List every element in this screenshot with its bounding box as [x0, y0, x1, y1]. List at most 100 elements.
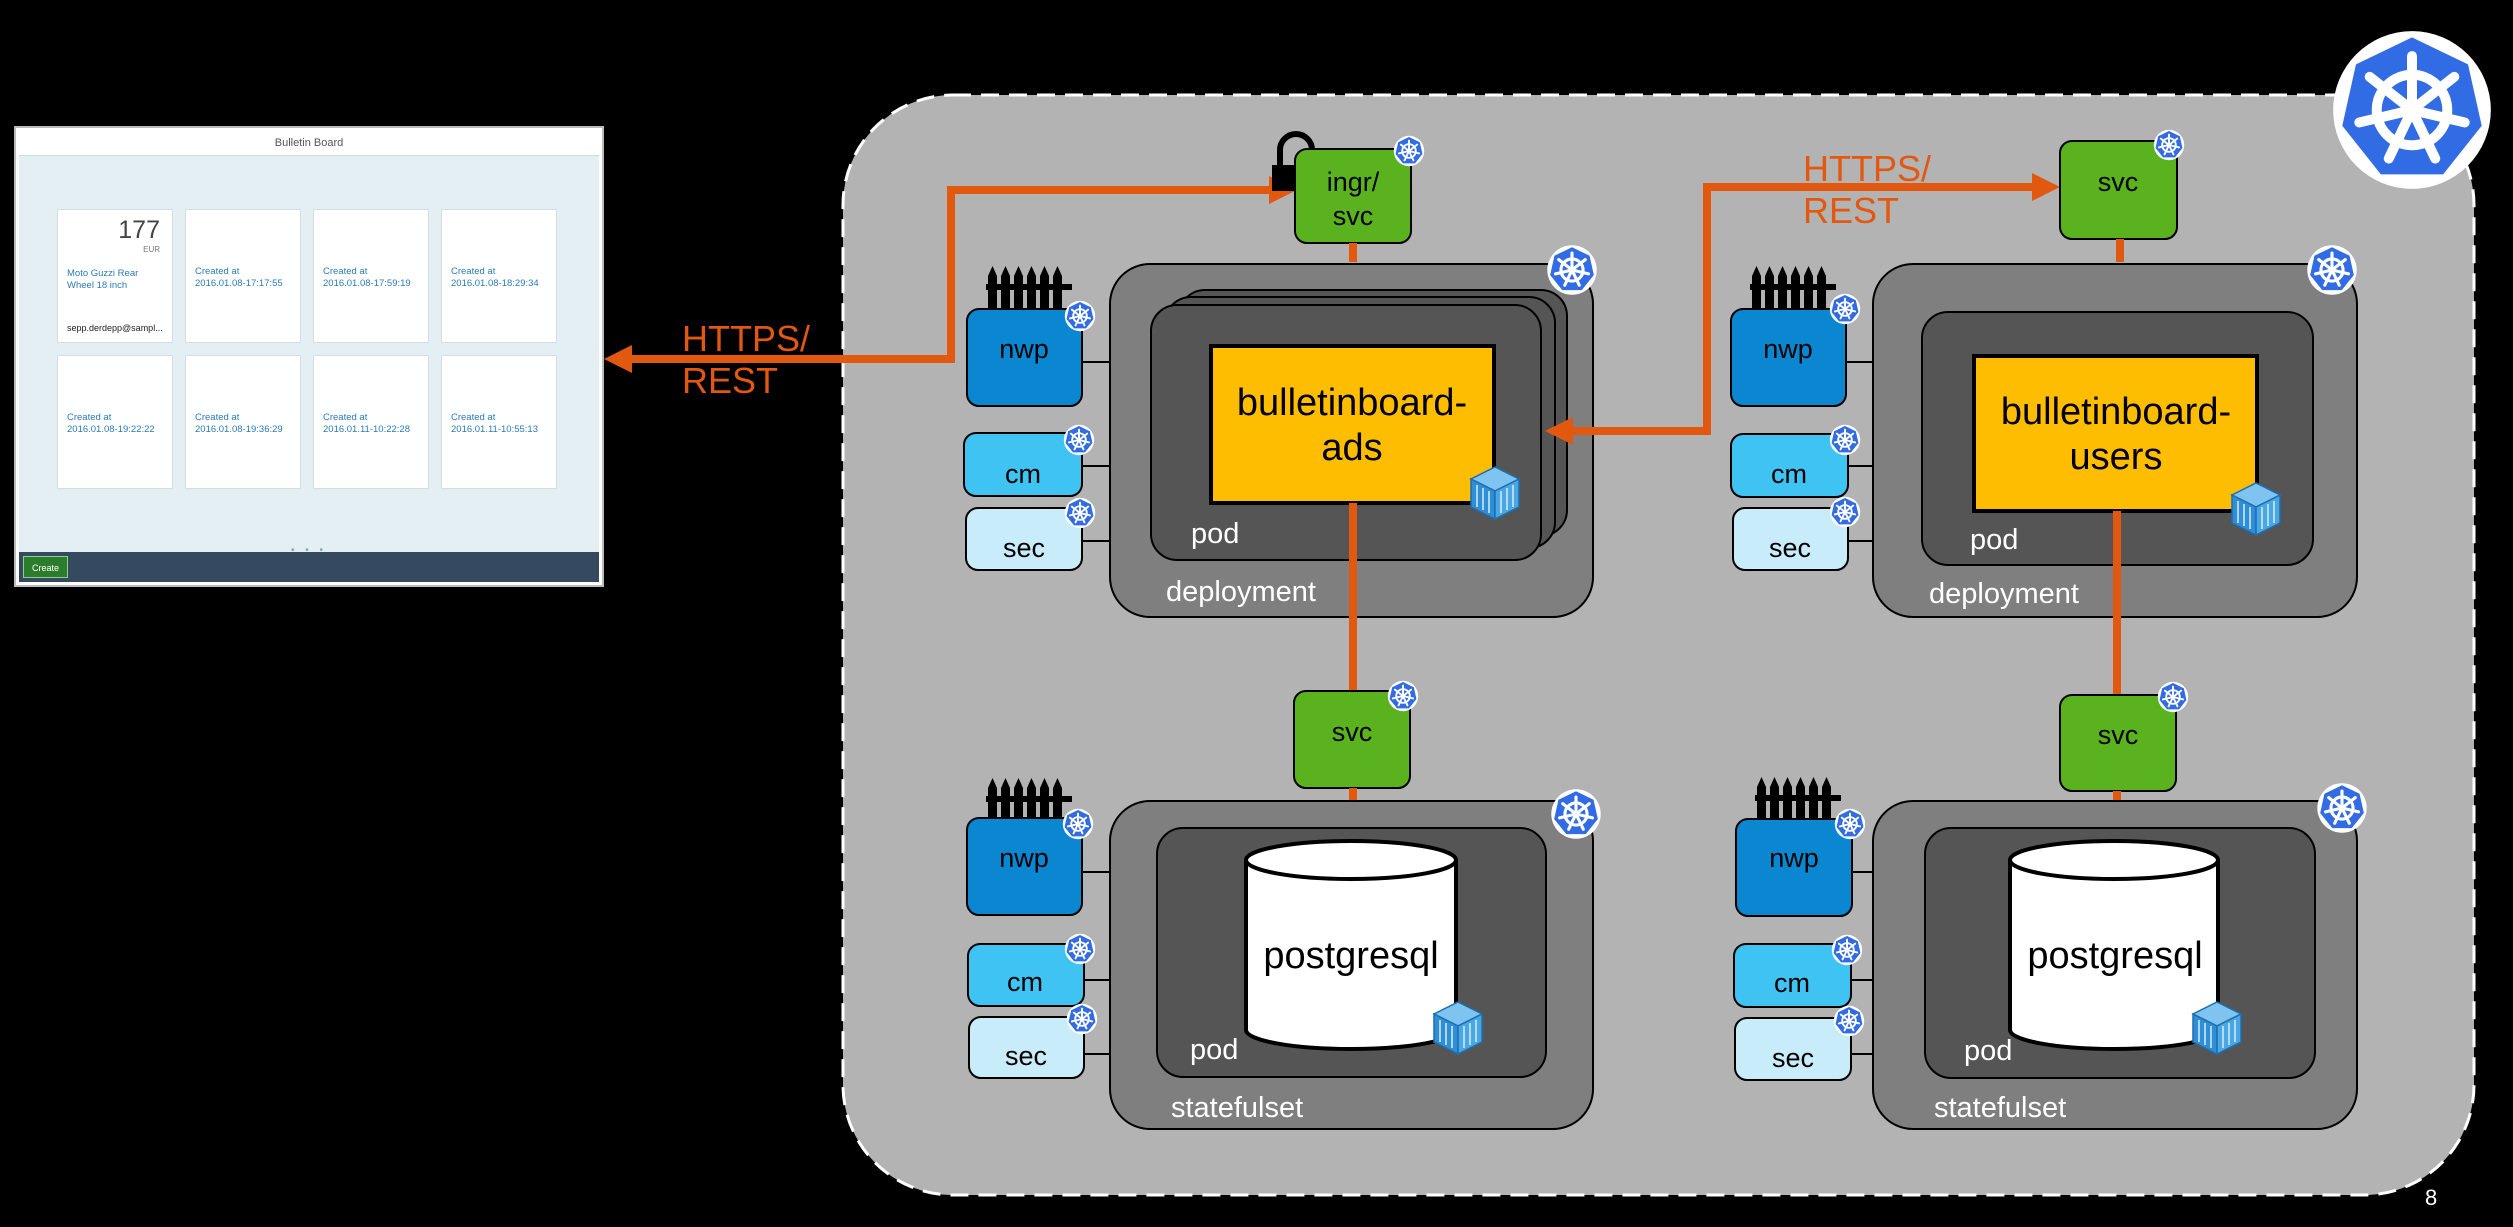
pod-label: pod [1970, 524, 2018, 556]
k8s-icon [1064, 933, 1096, 965]
kubernetes-logo-icon [2333, 31, 2491, 189]
secret-box[interactable] [1734, 1017, 1852, 1081]
svc-label: svc [2098, 720, 2139, 750]
pod-label: pod [1190, 1034, 1238, 1066]
secret-box[interactable] [965, 507, 1083, 571]
k8s-icon [1062, 808, 1094, 840]
pager-dots[interactable]: • • • [290, 545, 328, 556]
app-container[interactable] [1209, 344, 1496, 505]
bulletin-board-app: Bulletin Board 177 EUR Moto Guzzi Rear W… [19, 131, 599, 582]
tile-label: Created at [195, 412, 240, 423]
k8s-icon [1829, 496, 1861, 528]
configmap-box[interactable] [967, 943, 1085, 1007]
protocol-label: HTTPS/ [1803, 148, 1931, 189]
network-policy-box[interactable] [1730, 308, 1847, 407]
k8s-icon [1064, 300, 1096, 332]
database-top [1244, 839, 1458, 881]
k8s-icon [2153, 129, 2185, 161]
ad-tile[interactable]: 177 EUR Moto Guzzi Rear Wheel 18 inch se… [57, 209, 173, 343]
k8s-icon [2316, 782, 2368, 834]
container-icon [1470, 466, 1520, 520]
cm-label: cm [1005, 459, 1041, 489]
container-icon [1433, 1001, 1483, 1055]
tile-owner: sepp.derdepp@sampl... [67, 323, 163, 333]
network-policy-box[interactable] [966, 817, 1083, 916]
pod-label: pod [1964, 1035, 2012, 1067]
page-number: 8 [2425, 1185, 2438, 1210]
app-label: ads [1321, 427, 1382, 469]
protocol-label: REST [682, 360, 778, 401]
ad-tile[interactable]: Created at 2016.01.08-18:29:34 [441, 209, 557, 343]
database-label: postgresql [2027, 935, 2202, 977]
database-label: postgresql [1263, 935, 1438, 977]
tile-label: Created at [451, 412, 496, 423]
svc-label: svc [1332, 717, 1373, 747]
k8s-icon [1546, 244, 1598, 296]
protocol-label: REST [1803, 190, 1899, 231]
cm-label: cm [1007, 967, 1043, 997]
pod-label: pod [1191, 518, 1239, 550]
statefulset-label: statefulset [1934, 1092, 2066, 1124]
network-policy-box[interactable] [1735, 818, 1853, 917]
tile-label: Created at [323, 266, 368, 277]
secret-box[interactable] [968, 1016, 1085, 1079]
secret-box[interactable] [1732, 507, 1849, 571]
k8s-icon [1834, 808, 1866, 840]
sec-label: sec [1769, 533, 1811, 563]
sec-label: sec [1772, 1043, 1814, 1073]
container-icon [2231, 482, 2281, 536]
configmap-box[interactable] [963, 432, 1083, 497]
ingress-label: svc [1333, 201, 1374, 231]
tile-label: Created at [67, 412, 112, 423]
k8s-icon [1064, 497, 1096, 529]
arrow-head-app [1545, 417, 1573, 445]
tile-label: Created at [323, 412, 368, 423]
cm-label: cm [1774, 968, 1810, 998]
nwp-label: nwp [999, 843, 1049, 873]
container-icon [2192, 1001, 2242, 1055]
tile-date: 2016.01.08-17:17:55 [195, 278, 283, 289]
k8s-icon [2306, 244, 2358, 296]
ingress-label: ingr/ [1327, 167, 1380, 197]
sec-label: sec [1005, 1041, 1047, 1071]
k8s-icon [1829, 424, 1861, 456]
tile-date: 2016.01.11-10:55:13 [451, 424, 538, 435]
statefulset-label: statefulset [1171, 1092, 1303, 1124]
app-footer: Create [19, 552, 599, 582]
network-policy-box[interactable] [966, 308, 1083, 407]
tile-title: Moto Guzzi Rear Wheel 18 inch [67, 268, 139, 291]
nwp-label: nwp [1769, 843, 1819, 873]
tile-number: 177 [118, 216, 160, 244]
app-container[interactable] [1972, 354, 2259, 513]
k8s-icon [1833, 1005, 1865, 1037]
arrow-head-left [604, 345, 632, 373]
app-label: bulletinboard- [1237, 382, 1467, 424]
ad-tile[interactable]: Created at 2016.01.08-17:17:55 [185, 209, 301, 343]
nwp-label: nwp [1763, 334, 1813, 364]
tile-date: 2016.01.11-10:22:28 [323, 424, 410, 435]
nwp-label: nwp [999, 334, 1049, 364]
tile-label: Created at [195, 266, 240, 277]
sec-label: sec [1003, 533, 1045, 563]
configmap-box[interactable] [1730, 433, 1849, 498]
protocol-label: HTTPS/ [682, 318, 810, 359]
app-label: bulletinboard- [2001, 391, 2231, 433]
cm-label: cm [1771, 459, 1807, 489]
ad-tile[interactable]: Created at 2016.01.11-10:55:13 [441, 355, 557, 489]
k8s-icon [1063, 424, 1095, 456]
tile-grid: 177 EUR Moto Guzzi Rear Wheel 18 inch se… [57, 209, 571, 489]
ad-tile[interactable]: Created at 2016.01.08-19:22:22 [57, 355, 173, 489]
ad-tile[interactable]: Created at 2016.01.11-10:22:28 [313, 355, 429, 489]
deployment-label: deployment [1166, 576, 1316, 608]
https-rest-arrow-users [1570, 183, 2038, 435]
tile-date: 2016.01.08-19:36:29 [195, 424, 283, 435]
configmap-box[interactable] [1733, 943, 1852, 1008]
app-label: users [2070, 436, 2163, 478]
tile-date: 2016.01.08-18:29:34 [451, 278, 539, 289]
k8s-icon [1393, 135, 1425, 167]
ad-tile[interactable]: Created at 2016.01.08-19:36:29 [185, 355, 301, 489]
k8s-icon [1829, 293, 1861, 325]
bulletin-board-screenshot: Bulletin Board 177 EUR Moto Guzzi Rear W… [14, 126, 604, 587]
create-button[interactable]: Create [23, 556, 69, 578]
ad-tile[interactable]: Created at 2016.01.08-17:59:19 [313, 209, 429, 343]
